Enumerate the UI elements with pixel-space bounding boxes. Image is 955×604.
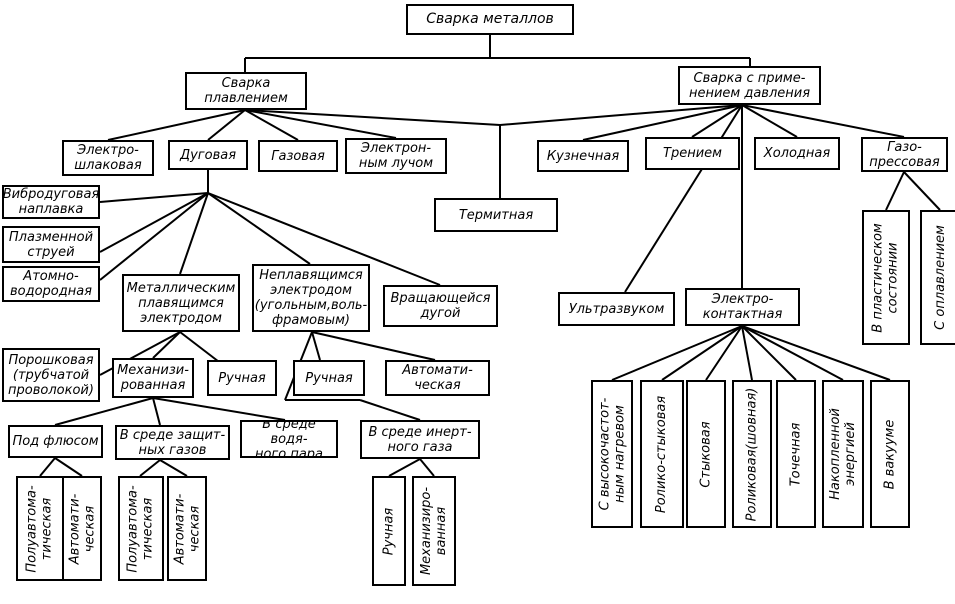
node-roller-butt: Ролико-стыковая — [640, 380, 684, 528]
node-electroslag: Электро- шлаковая — [62, 140, 154, 176]
node-cold: Холодная — [754, 137, 840, 170]
node-friction: Трением — [645, 137, 740, 170]
node-auto-1: Автомати- ческая — [385, 360, 490, 396]
node-fusion: Сварка плавлением — [185, 72, 307, 110]
node-forge: Кузнечная — [537, 140, 629, 172]
node-melting: С оплавлением — [920, 210, 955, 345]
node-inert-mechanized: Механизиро- ванная — [412, 476, 456, 586]
node-pressure: Сварка с приме- нением давления — [678, 66, 821, 105]
node-butt: Стыковая — [686, 380, 726, 528]
node-metal-electrode: Металлическим плавящимся электродом — [122, 274, 240, 332]
node-powder-wire: Порошковая (трубчатой проволокой) — [2, 348, 100, 402]
node-contact: Электро- контактная — [685, 288, 800, 326]
connector-lines — [39, 35, 941, 477]
node-flux-semiauto: Полуавтома- тическая — [16, 476, 64, 581]
node-arc: Дуговая — [168, 140, 248, 170]
node-shield-auto: Автомати- ческая — [167, 476, 207, 581]
node-ebeam: Электрон- ным лучом — [345, 138, 447, 174]
node-gaspress: Газо- прессовая — [861, 137, 948, 172]
node-stored-energy: Накопленной энергией — [822, 380, 864, 528]
node-ultrasound: Ультразвуком — [558, 292, 675, 326]
node-thermit: Термитная — [434, 198, 558, 232]
node-rotating-arc: Вращающейся дугой — [383, 285, 498, 327]
node-inert-gas: В среде инерт- ного газа — [360, 420, 480, 459]
node-root: Сварка металлов — [406, 4, 574, 35]
node-under-flux: Под флюсом — [8, 425, 103, 458]
node-seam: Роликовая(шовная) — [732, 380, 772, 528]
node-shield-semiauto: Полуавтома- тическая — [118, 476, 164, 581]
node-nonmelt-electrode: Неплавящимся электродом (угольным,воль- … — [252, 264, 370, 332]
node-atomhyd: Атомно- водородная — [2, 266, 100, 302]
node-manual-1: Ручная — [207, 360, 277, 396]
node-shielding-gas: В среде защит- ных газов — [115, 425, 230, 460]
node-flux-auto: Автомати- ческая — [62, 476, 102, 581]
node-mechanized: Механизи- рованная — [112, 358, 194, 398]
node-plasma: Плазменной струей — [2, 226, 100, 263]
node-vacuum: В вакууме — [870, 380, 910, 528]
node-steam: В среде водя- ного пара — [240, 420, 338, 458]
node-vibroarc: Вибродуговая наплавка — [2, 185, 100, 219]
node-inert-manual: Ручная — [372, 476, 406, 586]
node-manual-2: Ручная — [293, 360, 365, 396]
node-hf-heating: С высокочастот- ным нагревом — [591, 380, 633, 528]
node-plastic: В пластическом состоянии — [862, 210, 910, 345]
node-spot: Точечная — [776, 380, 816, 528]
node-gas: Газовая — [258, 140, 338, 172]
